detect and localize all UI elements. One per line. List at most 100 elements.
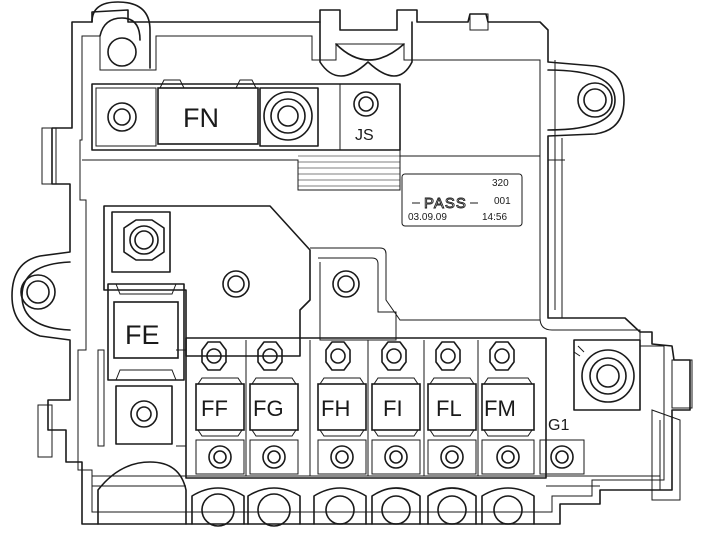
terminal-screw-outer xyxy=(330,445,354,469)
central-cover-outline xyxy=(103,205,311,357)
fe-stud-ring xyxy=(129,225,159,255)
right-mounting-ear xyxy=(547,69,616,131)
fuse-clip xyxy=(429,377,475,437)
right-post-key xyxy=(573,345,585,357)
fuse-FH: FH xyxy=(317,341,367,475)
fuse-clip xyxy=(319,377,365,437)
terminal-base xyxy=(317,439,367,475)
center-hole-2-inner xyxy=(337,275,355,293)
fe-fuse-holder xyxy=(107,283,185,381)
right-latch xyxy=(651,409,681,501)
fuse-FG: FG xyxy=(249,341,299,475)
fuse-body xyxy=(317,383,367,431)
fuse-FL: FL xyxy=(427,341,477,475)
lower-housing-lines xyxy=(92,475,660,487)
terminal-base xyxy=(249,439,299,475)
right-post-outer xyxy=(581,349,635,403)
cable-cutout-3 xyxy=(313,487,367,525)
sticker-status: PASS xyxy=(424,195,467,212)
left-tab-lower xyxy=(37,404,53,458)
fn-label: FN xyxy=(183,103,219,133)
fuse-clip xyxy=(373,377,419,437)
terminal-base xyxy=(427,439,477,475)
fe-lower-stud-inner xyxy=(136,406,152,422)
fe-stud-core xyxy=(134,230,154,250)
terminal-screw-outer xyxy=(384,445,408,469)
g1-stud-outer xyxy=(550,445,574,469)
left-mount-hole-outer xyxy=(20,274,56,310)
right-post-base xyxy=(573,339,641,411)
stud-nut xyxy=(381,341,407,371)
right-post-mid xyxy=(589,357,627,395)
cable-hole-3 xyxy=(325,495,355,525)
fuse-label: FG xyxy=(253,396,284,421)
center-hole-1-outer xyxy=(222,270,250,298)
stud-core xyxy=(440,348,456,364)
stud-nut xyxy=(201,341,227,371)
center-hole-2-outer xyxy=(332,270,360,298)
js-stud-outer xyxy=(353,91,379,117)
fuse-label: FH xyxy=(321,396,350,421)
stud-core xyxy=(494,348,510,364)
fuse-clip xyxy=(483,377,533,437)
fn-stud-left-outer xyxy=(107,102,137,132)
fuse-body xyxy=(195,383,245,431)
stud-core xyxy=(386,348,402,364)
js-stud-inner xyxy=(358,96,374,112)
stud-nut xyxy=(257,341,283,371)
left-mounting-ear xyxy=(21,261,71,331)
fuse-label: FF xyxy=(201,396,228,421)
fn-stud-right-mid xyxy=(270,98,306,134)
cable-cutout-4 xyxy=(371,487,421,525)
cable-hole-6 xyxy=(493,495,523,525)
fn-ribs xyxy=(298,155,400,187)
sticker-date: 03.09.09 xyxy=(408,212,447,223)
fe-label: FE xyxy=(125,320,160,350)
right-edge-rib xyxy=(548,60,565,318)
sticker-code: 320 xyxy=(492,178,509,189)
terminal-screw-inner xyxy=(335,450,349,464)
fuse-body xyxy=(249,383,299,431)
terminal-screw-outer xyxy=(440,445,464,469)
fn-stud-left-inner xyxy=(113,108,131,126)
fn-stud-right-base xyxy=(259,87,319,147)
fn-busbar-base xyxy=(95,87,157,147)
cable-cutout-1 xyxy=(191,487,245,525)
terminal-base xyxy=(371,439,421,475)
cable-cutout-6 xyxy=(481,487,535,525)
fuse-clip xyxy=(251,377,297,437)
right-tray-outline xyxy=(318,257,397,341)
terminal-screw-inner xyxy=(501,450,515,464)
bottom-cable-cutouts xyxy=(191,487,535,527)
cable-hole-1 xyxy=(201,493,235,527)
fuse-clip xyxy=(197,377,243,437)
cable-hole-2 xyxy=(257,493,291,527)
g1-label: G1 xyxy=(548,417,569,434)
cable-cutout-5 xyxy=(427,487,477,525)
terminal-screw-outer xyxy=(262,445,286,469)
fuse-row-housing xyxy=(185,337,547,479)
stud-nut xyxy=(489,341,515,371)
fuse-body xyxy=(371,383,421,431)
fe-lower-stud-outer xyxy=(130,400,158,428)
fuse-FF: FF xyxy=(195,341,245,475)
js-label: JS xyxy=(355,127,374,144)
fn-fuse-clip xyxy=(159,79,257,89)
fe-fuse-body xyxy=(113,301,179,359)
fn-stud-right-core xyxy=(277,105,299,127)
left-mount-hole-inner xyxy=(26,280,50,304)
fe-stud-nut xyxy=(123,219,165,261)
sticker-time: 14:56 xyxy=(482,212,507,223)
fuse-dividers xyxy=(245,340,479,476)
fuse-label: FM xyxy=(484,396,516,421)
right-mount-hole-outer xyxy=(577,82,613,118)
cable-hole-5 xyxy=(437,495,467,525)
js-terminal-plate xyxy=(339,83,401,151)
terminal-screw-inner xyxy=(389,450,403,464)
fuse-label: FI xyxy=(383,396,403,421)
terminal-base xyxy=(195,439,245,475)
top-right-tab xyxy=(469,13,489,31)
center-hole-1-inner xyxy=(227,275,245,293)
housing-inner-outline xyxy=(77,35,665,513)
